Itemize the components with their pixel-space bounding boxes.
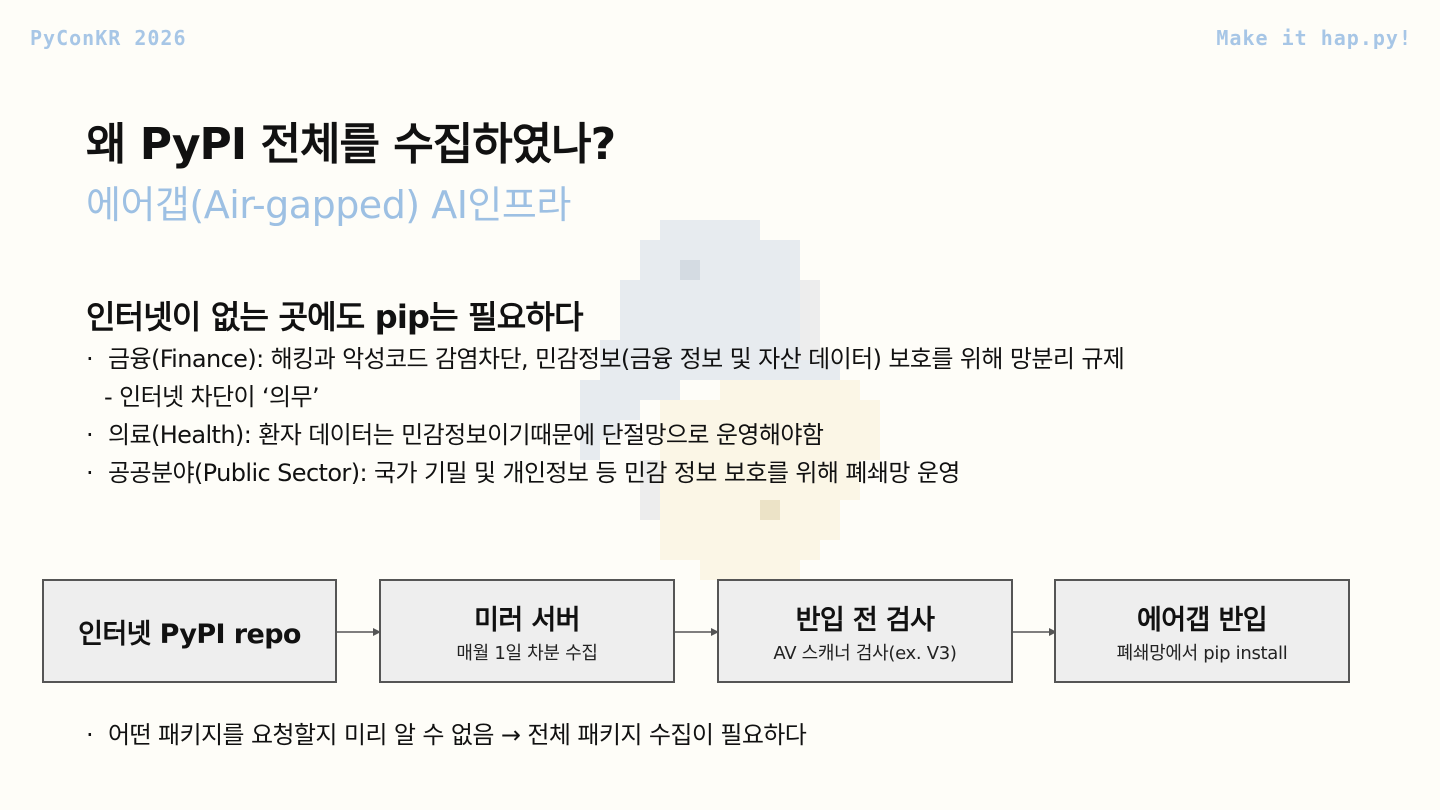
arrow-right-icon — [675, 628, 719, 636]
flow-step-mirror-server: 미러 서버 매월 1일 차분 수집 — [379, 579, 675, 683]
bullet-list: · 금융(Finance): 해킹과 악성코드 감염차단, 민감정보(금융 정보 … — [86, 340, 1125, 492]
flow-step-subtitle: AV 스캐너 검사(ex. V3) — [773, 642, 957, 664]
flow-step-title: 반입 전 검사 — [795, 604, 935, 636]
flow-step-title: 미러 서버 — [474, 604, 580, 636]
flow-step-subtitle: 매월 1일 차분 수집 — [456, 642, 598, 664]
flow-step-title: 인터넷 PyPI repo — [78, 618, 301, 650]
arrow-right-icon — [1013, 628, 1057, 636]
bullet-health: · 의료(Health): 환자 데이터는 민감정보이기때문에 단절망으로 운영해… — [86, 416, 1124, 454]
bullet-finance: · 금융(Finance): 해킹과 악성코드 감염차단, 민감정보(금융 정보 … — [86, 340, 1125, 378]
flow-step-pre-import-scan: 반입 전 검사 AV 스캐너 검사(ex. V3) — [717, 579, 1013, 683]
bullet-text: 의료(Health): 환자 데이터는 민감정보이기때문에 단절망으로 운영해야… — [108, 421, 824, 449]
bullet-text: 금융(Finance): 해킹과 악성코드 감염차단, 민감정보(금융 정보 및… — [108, 345, 1125, 373]
arrow-right-icon — [337, 628, 381, 636]
flow-step-title: 에어갭 반입 — [1137, 604, 1268, 636]
bullet-finance-sub: - 인터넷 차단이 ‘의무’ — [86, 378, 1124, 416]
bullet-public-sector: · 공공분야(Public Sector): 국가 기밀 및 개인정보 등 민감 … — [86, 454, 1124, 492]
page-subtitle: 에어갭(Air-gapped) AI인프라 — [86, 183, 571, 227]
section-heading: 인터넷이 없는 곳에도 pip는 필요하다 — [86, 298, 584, 336]
bullet-text: 공공분야(Public Sector): 국가 기밀 및 개인정보 등 민감 정… — [108, 459, 960, 487]
page-title: 왜 PyPI 전체를 수집하였나? — [86, 119, 616, 170]
conclusion-text: 어떤 패키지를 요청할지 미리 알 수 없음 → 전체 패키지 수집이 필요하다 — [108, 721, 807, 749]
bullet-text: - 인터넷 차단이 ‘의무’ — [104, 383, 320, 411]
bullet-marker: · — [86, 345, 94, 373]
pixel-python-logo-icon — [580, 220, 880, 580]
flow-step-internet-pypi: 인터넷 PyPI repo — [42, 579, 337, 683]
flow-step-airgap-import: 에어갭 반입 폐쇄망에서 pip install — [1054, 579, 1350, 683]
flow-step-subtitle: 폐쇄망에서 pip install — [1116, 642, 1288, 664]
bullet-marker: · — [86, 421, 94, 449]
bullet-marker: · — [86, 459, 94, 487]
event-slogan: Make it hap.py! — [1216, 26, 1412, 50]
bullet-marker: · — [86, 721, 94, 749]
conclusion-bullet: · 어떤 패키지를 요청할지 미리 알 수 없음 → 전체 패키지 수집이 필요하… — [86, 716, 807, 754]
event-name: PyConKR 2026 — [30, 26, 187, 50]
